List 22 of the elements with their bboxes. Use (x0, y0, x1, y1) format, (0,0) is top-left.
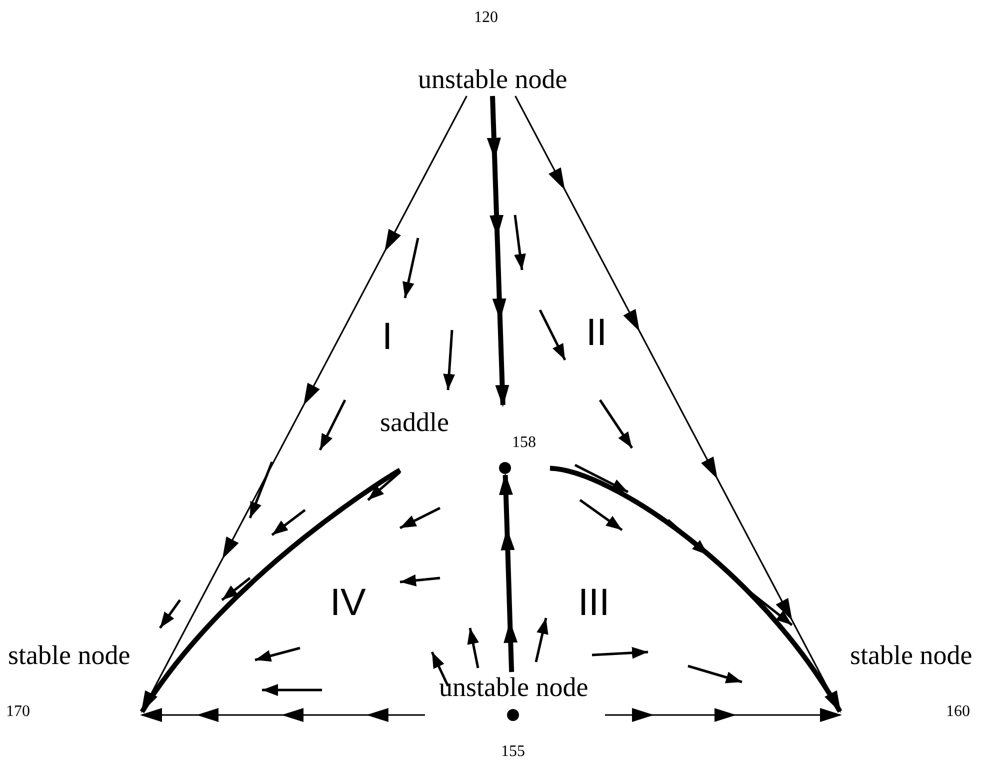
trajectory-arrow (141, 96, 468, 713)
region-label: IV (330, 584, 366, 622)
trajectory-arrow (140, 708, 425, 722)
vertex-number: 160 (946, 704, 970, 720)
point-type-label: stable node (850, 642, 972, 669)
separatrix-curve (550, 466, 842, 713)
vertex-number: 155 (501, 744, 525, 760)
vertex-number: 120 (474, 10, 498, 26)
trajectory-arrow (605, 708, 842, 722)
region-label: II (586, 314, 608, 352)
trajectory-arrow (499, 474, 518, 672)
point-type-label: unstable node (439, 674, 588, 701)
point-type-label: stable node (8, 642, 130, 669)
separatrix-curve (140, 468, 402, 714)
trajectory-arrow (487, 96, 509, 407)
point-type-label: unstable node (418, 66, 568, 93)
vertex-number: 158 (512, 435, 536, 451)
trajectory-arrow (514, 96, 841, 713)
region-label: I (382, 318, 393, 356)
point-type-label: saddle (380, 409, 449, 436)
vertex-number: 170 (6, 704, 30, 720)
region-label: III (578, 584, 610, 622)
